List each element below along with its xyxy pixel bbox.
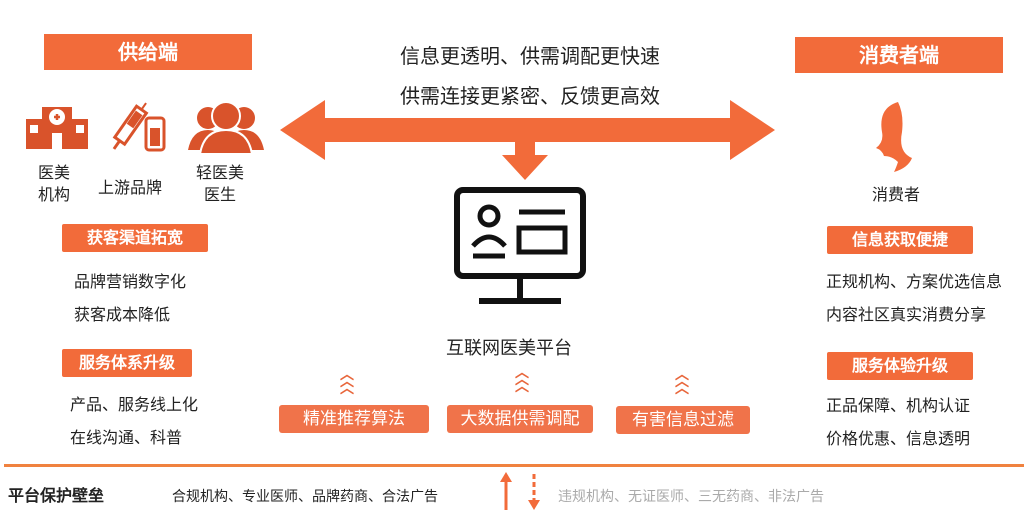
woman-profile-icon [876, 102, 912, 172]
blocked-list: 违规机构、无证医师、三无药商、非法广告 [558, 489, 824, 505]
center-line-2: 供需连接更紧密、反馈更高效 [400, 84, 660, 108]
syringe-bottle-icon [112, 102, 166, 152]
up-down-arrows-icon [500, 472, 540, 510]
platform-label: 互联网医美平台 [446, 338, 572, 359]
supply-line: 品牌营销数字化 [74, 272, 187, 291]
supply-line: 获客成本降低 [74, 305, 171, 324]
double-arrow-icon [280, 100, 775, 180]
supply-section-label: 获客渠道拓宽 [62, 224, 208, 252]
consumer-section-label: 信息获取便捷 [827, 226, 973, 254]
center-line-1: 信息更透明、供需调配更快速 [400, 44, 660, 68]
hospital-icon [26, 107, 88, 149]
consumer-section-label: 服务体验升级 [827, 352, 973, 380]
consumer-side-title: 消费者端 [795, 37, 1003, 73]
tag-recommendation: 精准推荐算法 [279, 405, 429, 433]
supply-line: 在线沟通、科普 [70, 428, 183, 447]
supply-line: 产品、服务线上化 [70, 395, 199, 414]
monitor-icon [454, 187, 586, 304]
consumer-line: 价格优惠、信息透明 [826, 429, 971, 448]
barrier-title: 平台保护壁垒 [8, 486, 105, 505]
supply-item-institution: 医美 机构 [38, 163, 71, 204]
allowed-list: 合规机构、专业医师、品牌药商、合法广告 [172, 489, 438, 505]
chevron-up-icon: ︿︿︿ [340, 367, 354, 397]
supply-side-title: 供给端 [44, 34, 252, 70]
consumer-line: 正品保障、机构认证 [826, 396, 971, 415]
people-icon [188, 101, 264, 154]
chevron-up-icon: ︿︿︿ [675, 367, 689, 397]
tag-big-data: 大数据供需调配 [447, 405, 593, 433]
supply-item-brand: 上游品牌 [98, 178, 163, 197]
divider [4, 464, 1024, 467]
consumer-line: 内容社区真实消费分享 [826, 305, 987, 324]
consumer-label: 消费者 [872, 185, 921, 204]
consumer-line: 正规机构、方案优选信息 [826, 272, 1003, 291]
supply-item-doctor: 轻医美 医生 [196, 163, 245, 204]
tag-filter: 有害信息过滤 [616, 406, 750, 434]
supply-section-label: 服务体系升级 [62, 349, 192, 377]
chevron-up-icon: ︿︿︿ [515, 365, 529, 395]
